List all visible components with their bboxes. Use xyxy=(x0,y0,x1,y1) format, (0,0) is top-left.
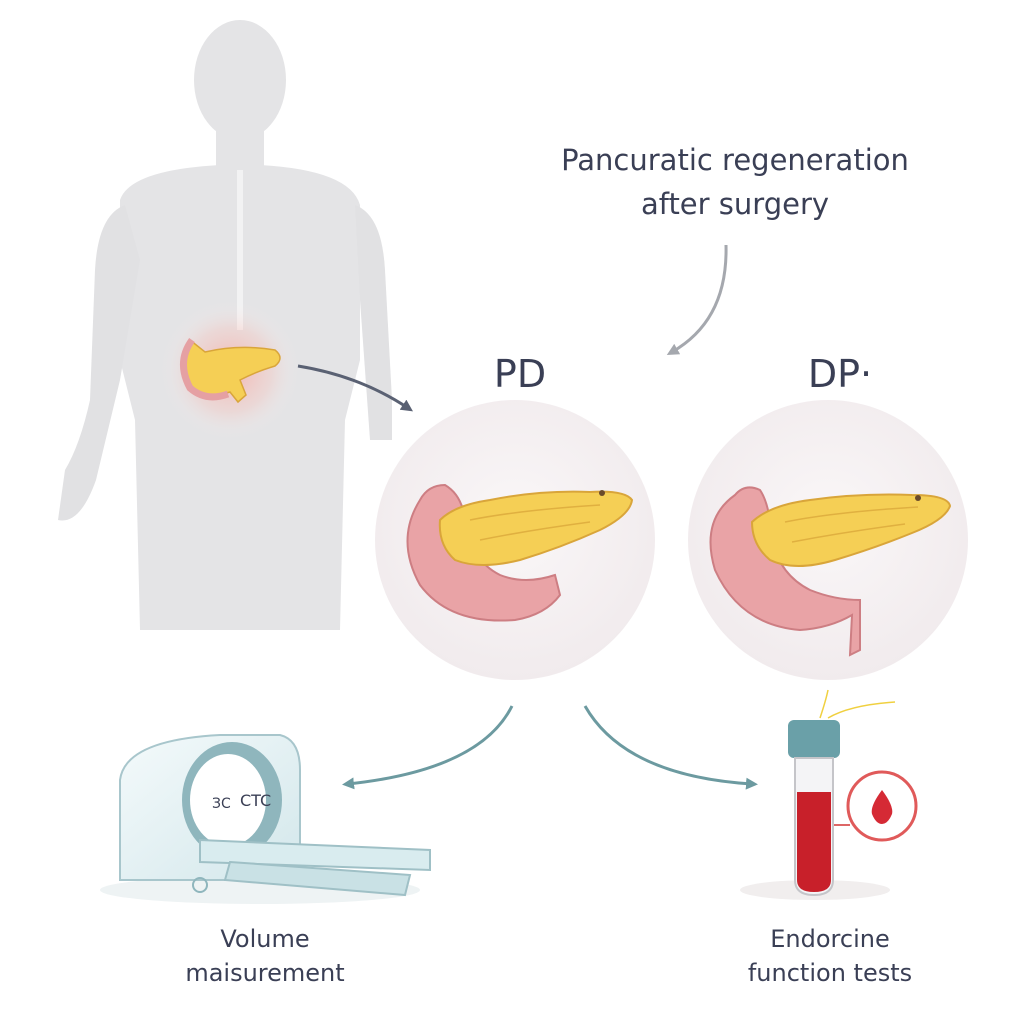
pd-label: PD xyxy=(493,352,547,396)
ct-scanner-illustration: ЗС CTC xyxy=(100,734,431,904)
body-pancreas-highlight xyxy=(160,300,300,440)
dp-pancreas-circle xyxy=(688,400,968,680)
title-line-2: after surgery xyxy=(640,187,830,221)
volume-measurement-label: Volume maisurement xyxy=(130,922,400,990)
endocrine-label-line-2: function tests xyxy=(747,959,913,987)
volume-label-line-1: Volume xyxy=(220,925,310,953)
scanner-display-text: CTC xyxy=(240,791,271,810)
title-line-1: Pancuratic regeneration xyxy=(561,143,909,177)
arrow-to-endocrine-tests xyxy=(583,705,758,790)
scanner-side-text: ЗС xyxy=(212,796,231,812)
volume-label-line-2: maisurement xyxy=(185,959,345,987)
arrow-title-to-pd xyxy=(666,244,728,355)
endocrine-label-line-1: Endorcine xyxy=(770,925,890,953)
blood-drop-icon xyxy=(871,790,893,824)
pd-pancreas-circle xyxy=(375,400,655,680)
endocrine-tests-label: Endorcine function tests xyxy=(690,922,970,990)
diagram-title: Pancuratic regeneration after surgery xyxy=(520,138,950,226)
blood-test-tube xyxy=(740,689,918,900)
arrow-to-volume-measurement xyxy=(342,705,514,790)
dp-label: DP· xyxy=(807,352,873,396)
arrow-body-to-pd xyxy=(297,364,413,412)
